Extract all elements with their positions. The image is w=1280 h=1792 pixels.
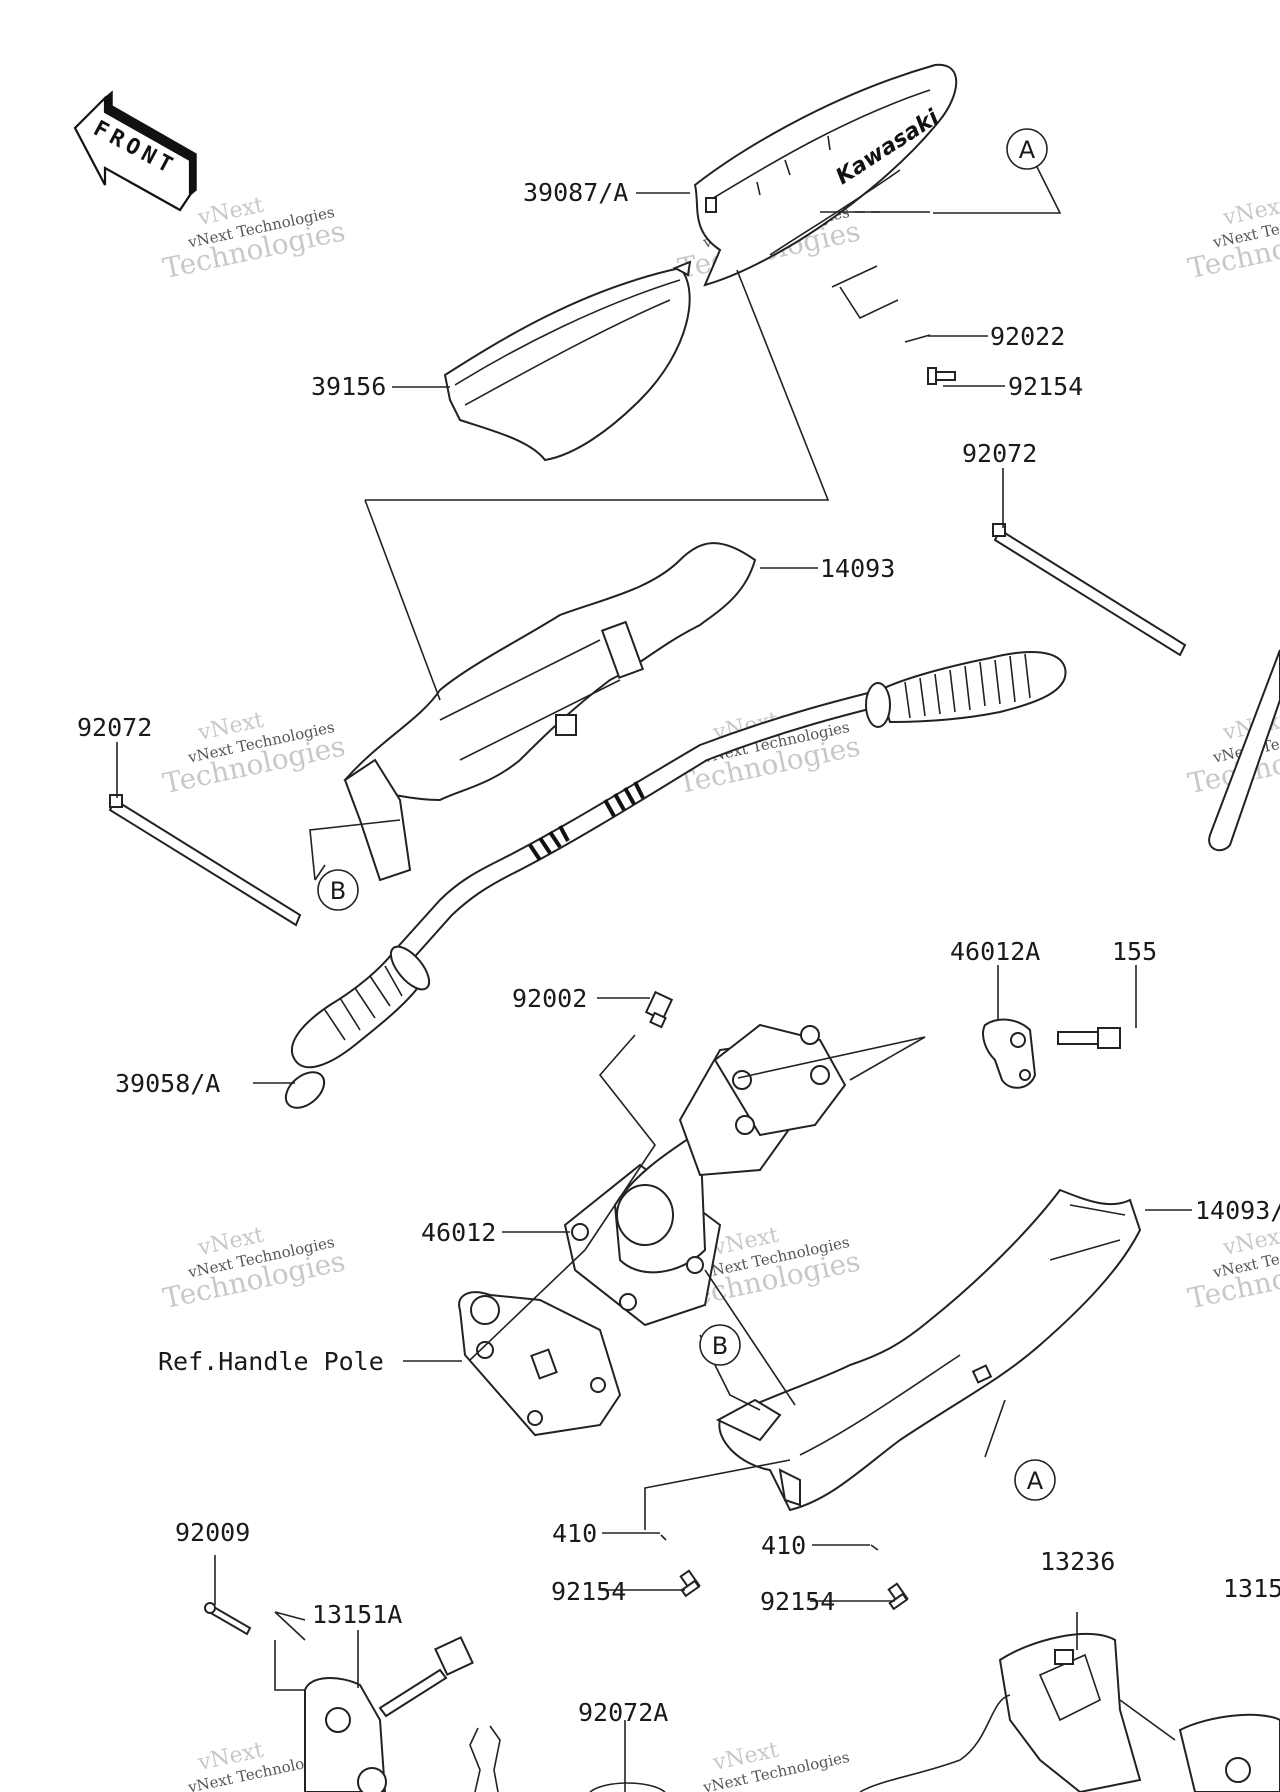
callout-13151A: 13151A <box>312 1600 402 1629</box>
callout-92154-top: 92154 <box>1008 372 1083 401</box>
callout-46012: 46012 <box>421 1218 496 1247</box>
callout-410-left: 410 <box>552 1519 597 1548</box>
cable-tie-right-92072 <box>992 523 1187 657</box>
clip-410-right <box>870 1544 879 1551</box>
leader-lines <box>116 162 1192 1792</box>
clip-410-left <box>660 1534 667 1541</box>
bolt-92002 <box>644 990 674 1029</box>
handlebar-39058A <box>284 651 1067 1109</box>
clip-bracket <box>469 1725 501 1792</box>
front-direction-arrow: F R O N T <box>73 90 197 212</box>
callout-92072A: 92072A <box>578 1698 668 1727</box>
callout-39087A: 39087/A <box>523 178 628 207</box>
cable-tie-92072A <box>589 1782 666 1792</box>
partial-rod-right-edge <box>1208 649 1280 852</box>
marker-B-label: B <box>330 877 346 905</box>
cable-tie-left-92072 <box>108 794 302 927</box>
screw-92154-top <box>927 367 956 385</box>
callout-39156: 39156 <box>311 372 386 401</box>
reference-marker-A-lower: A <box>1014 1459 1056 1501</box>
windscreen-39156 <box>443 260 692 462</box>
screw-92009 <box>204 1602 252 1636</box>
holder-46012A <box>982 1018 1037 1089</box>
marker-A-label: A <box>1027 1467 1044 1495</box>
reference-marker-B-lower: B <box>699 1324 741 1366</box>
switch-13151A <box>304 1636 474 1792</box>
callout-92072-left: 92072 <box>77 713 152 742</box>
marker-B-label: B <box>712 1332 728 1360</box>
callout-92022: 92022 <box>990 322 1065 351</box>
screw-92154-left <box>679 1569 701 1598</box>
callout-410-right: 410 <box>761 1531 806 1560</box>
handle-pole-plate <box>458 1291 622 1437</box>
lower-cover-14093A <box>715 1188 1142 1512</box>
marker-A-label: A <box>1019 136 1036 164</box>
callout-39058A: 39058/A <box>115 1069 220 1098</box>
callout-1315: 1315 <box>1223 1574 1280 1603</box>
screw-92154-right <box>887 1582 909 1611</box>
callout-46012A: 46012A <box>950 937 1040 966</box>
callout-92154-left: 92154 <box>551 1577 626 1606</box>
callout-labels: 39087/A 92022 92154 39156 92072 14093 92… <box>77 178 1280 1727</box>
callout-92072-right: 92072 <box>962 439 1037 468</box>
callout-13236: 13236 <box>1040 1547 1115 1576</box>
callout-92154-right: 92154 <box>760 1587 835 1616</box>
reference-marker-A-top: A <box>1006 128 1048 170</box>
callout-14093: 14093 <box>820 554 895 583</box>
callout-92002: 92002 <box>512 984 587 1013</box>
callout-155: 155 <box>1112 937 1157 966</box>
callout-ref-handle-pole: Ref.Handle Pole <box>158 1347 384 1376</box>
callout-14093A: 14093/ <box>1195 1196 1280 1225</box>
bolt-155 <box>1057 1027 1121 1049</box>
callout-92009: 92009 <box>175 1518 250 1547</box>
reference-marker-B-left: B <box>317 869 359 911</box>
switch-housing-13236 <box>859 1632 1280 1792</box>
handle-column-46012 <box>563 1023 847 1327</box>
handlebar-cover-14093 <box>343 542 757 882</box>
washer-92022 <box>904 334 931 343</box>
